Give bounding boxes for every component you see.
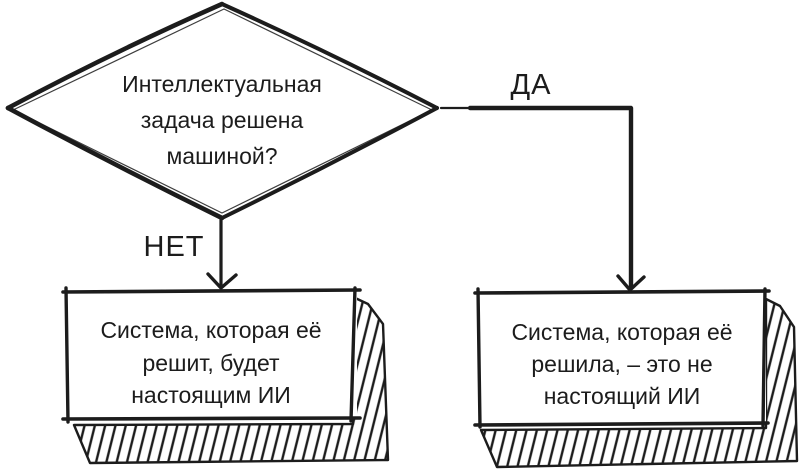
decision-text-line-3: машиной? bbox=[166, 143, 277, 169]
arrowhead-down-icon bbox=[206, 272, 238, 290]
outcome-yes-shadow bbox=[479, 297, 799, 469]
edge-yes-label: ДА bbox=[511, 69, 552, 101]
edge-no-label: НЕТ bbox=[144, 231, 205, 263]
decision-diamond-overdraw bbox=[12, 8, 433, 214]
decision-diamond: Интеллектуальная задача решена машиной? bbox=[5, 1, 439, 221]
decision-diamond-shape bbox=[8, 4, 437, 218]
outcome-yes-box bbox=[478, 292, 766, 424]
edge-yes: ДА bbox=[439, 69, 646, 292]
outcome-yes-node: Система, которая её решила, – это не нас… bbox=[473, 287, 799, 469]
arrowhead-down-icon bbox=[616, 274, 646, 292]
outcome-yes-text-line-2: решила, – это не bbox=[531, 351, 712, 377]
outcome-no-text-line-2: решит, будет bbox=[142, 350, 280, 376]
decision-text-line-2: задача решена bbox=[141, 107, 304, 133]
edge-no: НЕТ bbox=[144, 218, 238, 290]
outcome-no-box bbox=[66, 291, 357, 419]
outcome-no-text-line-3: настоящим ИИ bbox=[131, 382, 291, 408]
decision-text-line-1: Интеллектуальная bbox=[122, 71, 322, 97]
outcome-no-node: Система, которая её решит, будет настоящ… bbox=[61, 286, 390, 465]
outcome-yes-text-line-1: Система, которая её bbox=[511, 319, 732, 345]
edge-yes-line bbox=[467, 105, 634, 289]
outcome-yes-text-line-3: настоящий ИИ bbox=[544, 383, 701, 409]
outcome-no-text-line-1: Система, которая её bbox=[100, 317, 321, 343]
